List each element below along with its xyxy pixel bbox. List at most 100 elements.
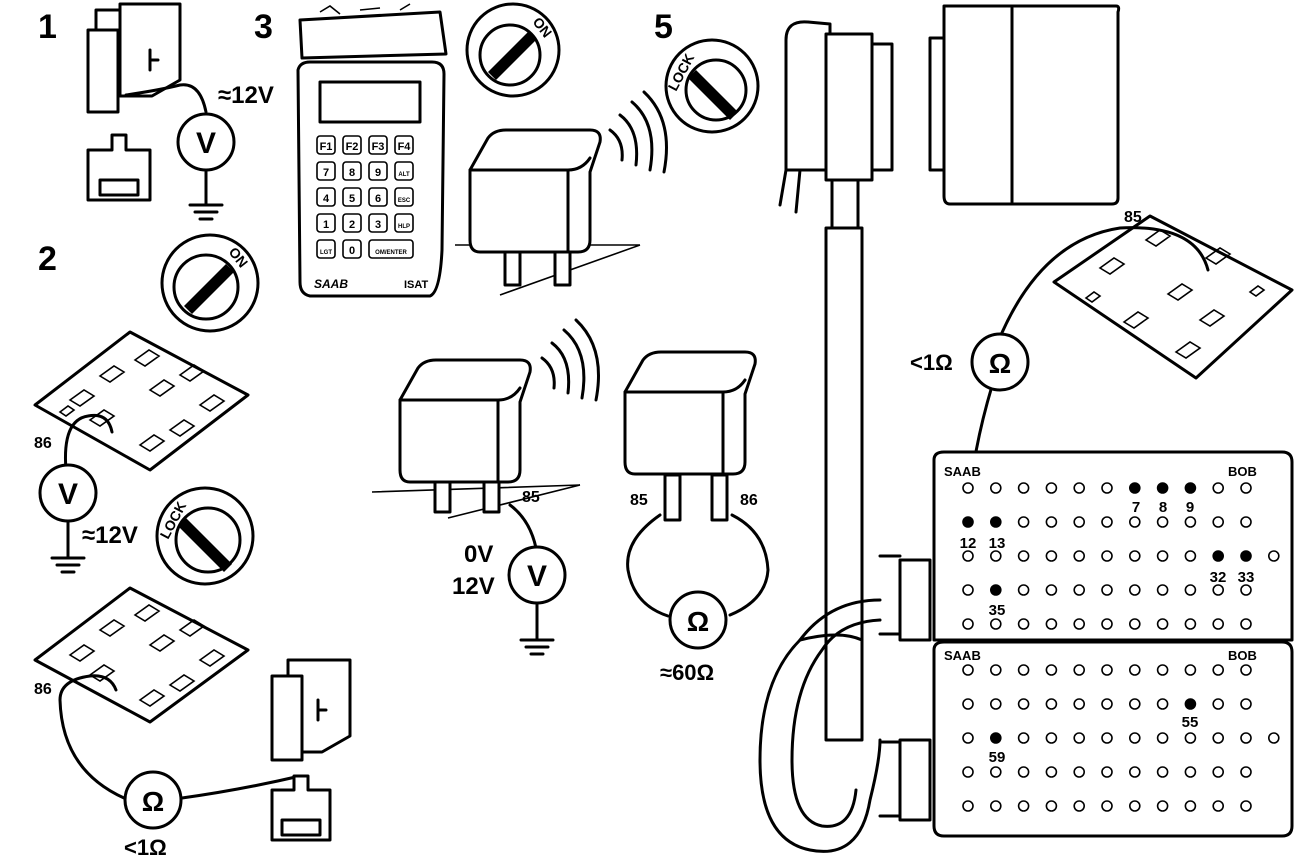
ohmmeter-2: Ω [123, 770, 183, 830]
tester-key [342, 161, 362, 181]
tester-key [316, 135, 336, 155]
bob-pin-hole [1156, 766, 1169, 778]
bob-pin-hole [1017, 516, 1030, 528]
breakout-cable [758, 226, 882, 853]
bob-pin-hole [1184, 584, 1197, 596]
bob-pin-hole [989, 766, 1002, 778]
bob-pin-hole [1240, 482, 1252, 494]
bob-upper-name: BOB [1228, 464, 1257, 479]
ignition-key-lock-2: LOCK [155, 486, 255, 586]
tester-key [368, 239, 414, 259]
bob-pin-hole [1129, 766, 1141, 778]
bob-pin-32: 32 [1210, 569, 1227, 586]
bob-pin-hole [1240, 550, 1252, 562]
pin-85-label-mid: 85 [522, 489, 540, 506]
bob-pin-hole [1017, 584, 1030, 596]
bob-plug-lower [878, 738, 932, 822]
bob-pin-hole [1129, 800, 1141, 812]
bob-pin-hole [1268, 550, 1280, 562]
bob-pin-hole [989, 550, 1002, 562]
tester-key-label: ESC [398, 198, 411, 204]
bob-pin-hole [1129, 664, 1141, 676]
pin-86-label-coil: 86 [740, 492, 758, 509]
bob-pin-hole [1129, 516, 1141, 528]
tester-key [394, 187, 414, 207]
bob-pin-hole [1129, 584, 1141, 596]
bob-pin-hole [962, 664, 974, 676]
svg-text:V: V [196, 127, 216, 160]
bob-lower-brand: SAAB [944, 648, 981, 663]
bob-pin-hole [1156, 664, 1169, 676]
bob-pin-hole [1101, 482, 1113, 494]
bob-pin-hole [1017, 664, 1030, 676]
bob-pin-hole [1240, 698, 1252, 710]
bob-pin-hole [1240, 766, 1252, 778]
svg-text:Ω: Ω [989, 348, 1011, 379]
probe-wire-mid [508, 503, 538, 550]
bob-pin-hole [1017, 618, 1030, 630]
bob-pin-hole [1129, 732, 1141, 744]
ecu-connector [778, 4, 1121, 230]
tester-key-label: 2 [349, 219, 355, 231]
ignition-key-lock-5: LOCK [664, 38, 760, 134]
bob-upper-brand: SAAB [944, 464, 981, 479]
bob-pin-7: 7 [1132, 499, 1140, 516]
tester-key-label: 6 [375, 193, 381, 205]
bob-pin-hole [1101, 766, 1113, 778]
tester-key [394, 135, 414, 155]
voltmeter-2: V [38, 463, 98, 574]
bob-pin-hole [962, 800, 974, 812]
voltmeter-mid: V [507, 545, 567, 656]
voltage-approx-12v-mid: ≈12V [82, 522, 138, 549]
tester-key-label: OM/ENTER [375, 250, 407, 256]
bob-pin-hole [1073, 800, 1085, 812]
bob-panel-upper: SAAB BOB 7 8 9 12 13 32 33 35 [932, 450, 1294, 642]
bob-pin-hole [989, 482, 1002, 494]
bob-pin-hole [1212, 550, 1224, 562]
bob-pin-hole [1017, 482, 1030, 494]
bob-pin-hole [1101, 584, 1113, 596]
pin-85-label-5: 85 [1124, 209, 1142, 226]
tester-key [316, 239, 336, 259]
step-1-label: 1 [38, 8, 57, 46]
bob-pin-hole [1045, 516, 1058, 528]
bob-pin-hole [1240, 584, 1252, 596]
fuse-socket-bottom [270, 658, 352, 842]
resistance-approx-60-ohm: ≈60Ω [660, 660, 714, 685]
bob-pin-hole [1045, 482, 1058, 494]
bob-pin-hole [1184, 800, 1197, 812]
bob-pin-59: 59 [989, 749, 1006, 766]
tester-key-label: ALT [398, 172, 410, 178]
voltage-12v: 12V [452, 573, 495, 600]
tester-key-label: 5 [349, 193, 355, 205]
voltmeter-1: V [176, 112, 236, 221]
tester-key [368, 135, 388, 155]
tester-key [368, 187, 388, 207]
bob-pin-hole [1129, 550, 1141, 562]
bob-pin-hole [1240, 800, 1252, 812]
bob-pin-hole [1073, 618, 1085, 630]
resistance-lt-1-ohm-right: <1Ω [910, 350, 953, 375]
tester-key-label: 1 [323, 219, 329, 231]
probe-wire-2b [58, 674, 302, 800]
bob-pin-55: 55 [1182, 714, 1199, 731]
tester-key [342, 239, 362, 259]
bob-pin-hole [1156, 584, 1169, 596]
relay-clicking-mid [371, 318, 600, 519]
tester-key [316, 213, 336, 233]
bob-pin-hole [1240, 664, 1252, 676]
tester-key [394, 213, 414, 233]
step-3-label: 3 [254, 8, 273, 46]
tester-key-label: F1 [320, 141, 333, 153]
tester-key [316, 161, 336, 181]
probe-wire-2 [63, 413, 114, 472]
bob-pin-hole [1156, 732, 1169, 744]
bob-pin-hole [1156, 482, 1169, 494]
bob-pin-hole [989, 516, 1002, 528]
bob-pin-hole [1212, 584, 1224, 596]
bob-pin-hole [989, 698, 1002, 710]
bob-pin-hole [1073, 482, 1085, 494]
ignition-key-on-2: ON [160, 233, 260, 333]
bob-pin-hole [1073, 698, 1085, 710]
